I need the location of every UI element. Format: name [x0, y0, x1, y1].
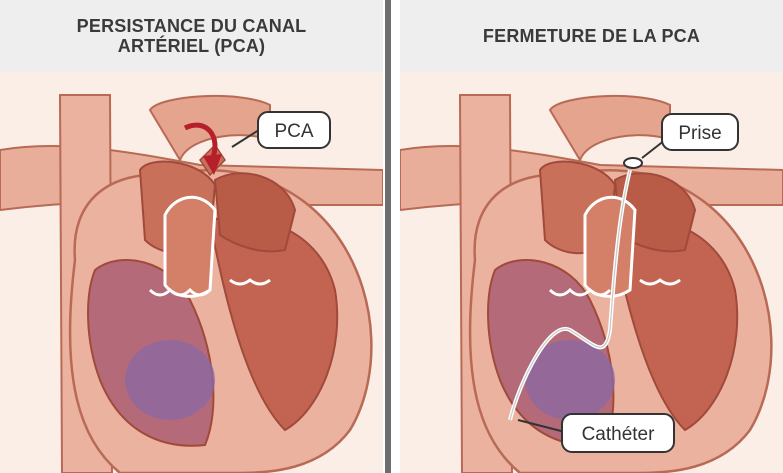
right-title: FERMETURE DE LA PCA — [483, 26, 700, 46]
panel-divider — [385, 0, 391, 473]
left-header: PERSISTANCE DU CANAL ARTÉRIEL (PCA) — [0, 0, 383, 72]
pda-closure-panel: Prise Cathéter FERMETURE DE LA PCA — [400, 0, 783, 473]
left-title: PERSISTANCE DU CANAL ARTÉRIEL (PCA) — [77, 16, 307, 56]
pulmonary-trunk — [165, 197, 215, 296]
prise-label: Prise — [678, 123, 721, 144]
pulmonary-trunk — [585, 197, 635, 296]
pda-panel: PCA PERSISTANCE DU CANAL ARTÉRIEL (PCA) — [0, 0, 383, 473]
right-header: FERMETURE DE LA PCA — [400, 0, 783, 72]
catheter-label: Cathéter — [582, 424, 656, 445]
pca-label: PCA — [274, 121, 313, 142]
deoxygenated-blood — [125, 340, 215, 420]
closure-plug — [624, 158, 642, 168]
